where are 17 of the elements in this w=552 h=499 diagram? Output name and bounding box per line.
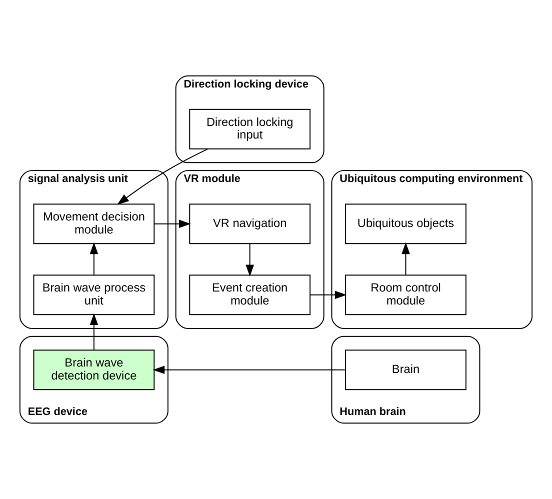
node-box: VR navigation (189, 204, 311, 244)
node-box: Brain wave process unit (33, 274, 155, 316)
node-box: Ubiquitous objects (345, 204, 466, 244)
node-box: Room control module (345, 274, 466, 316)
arrow (90, 242, 98, 276)
node-box: Brain wave detection device (33, 350, 155, 390)
node-box: Brain (345, 350, 466, 390)
arrow (246, 243, 254, 277)
arrow (402, 242, 410, 276)
arrow (152, 366, 346, 374)
node-box: Event creation module (189, 274, 311, 316)
arrow (90, 313, 98, 350)
node-box: Direction locking input (189, 108, 311, 150)
node-box: Movement decision module (33, 204, 155, 244)
arrow (310, 290, 347, 300)
arrow (154, 220, 191, 228)
arrow (117, 148, 208, 205)
